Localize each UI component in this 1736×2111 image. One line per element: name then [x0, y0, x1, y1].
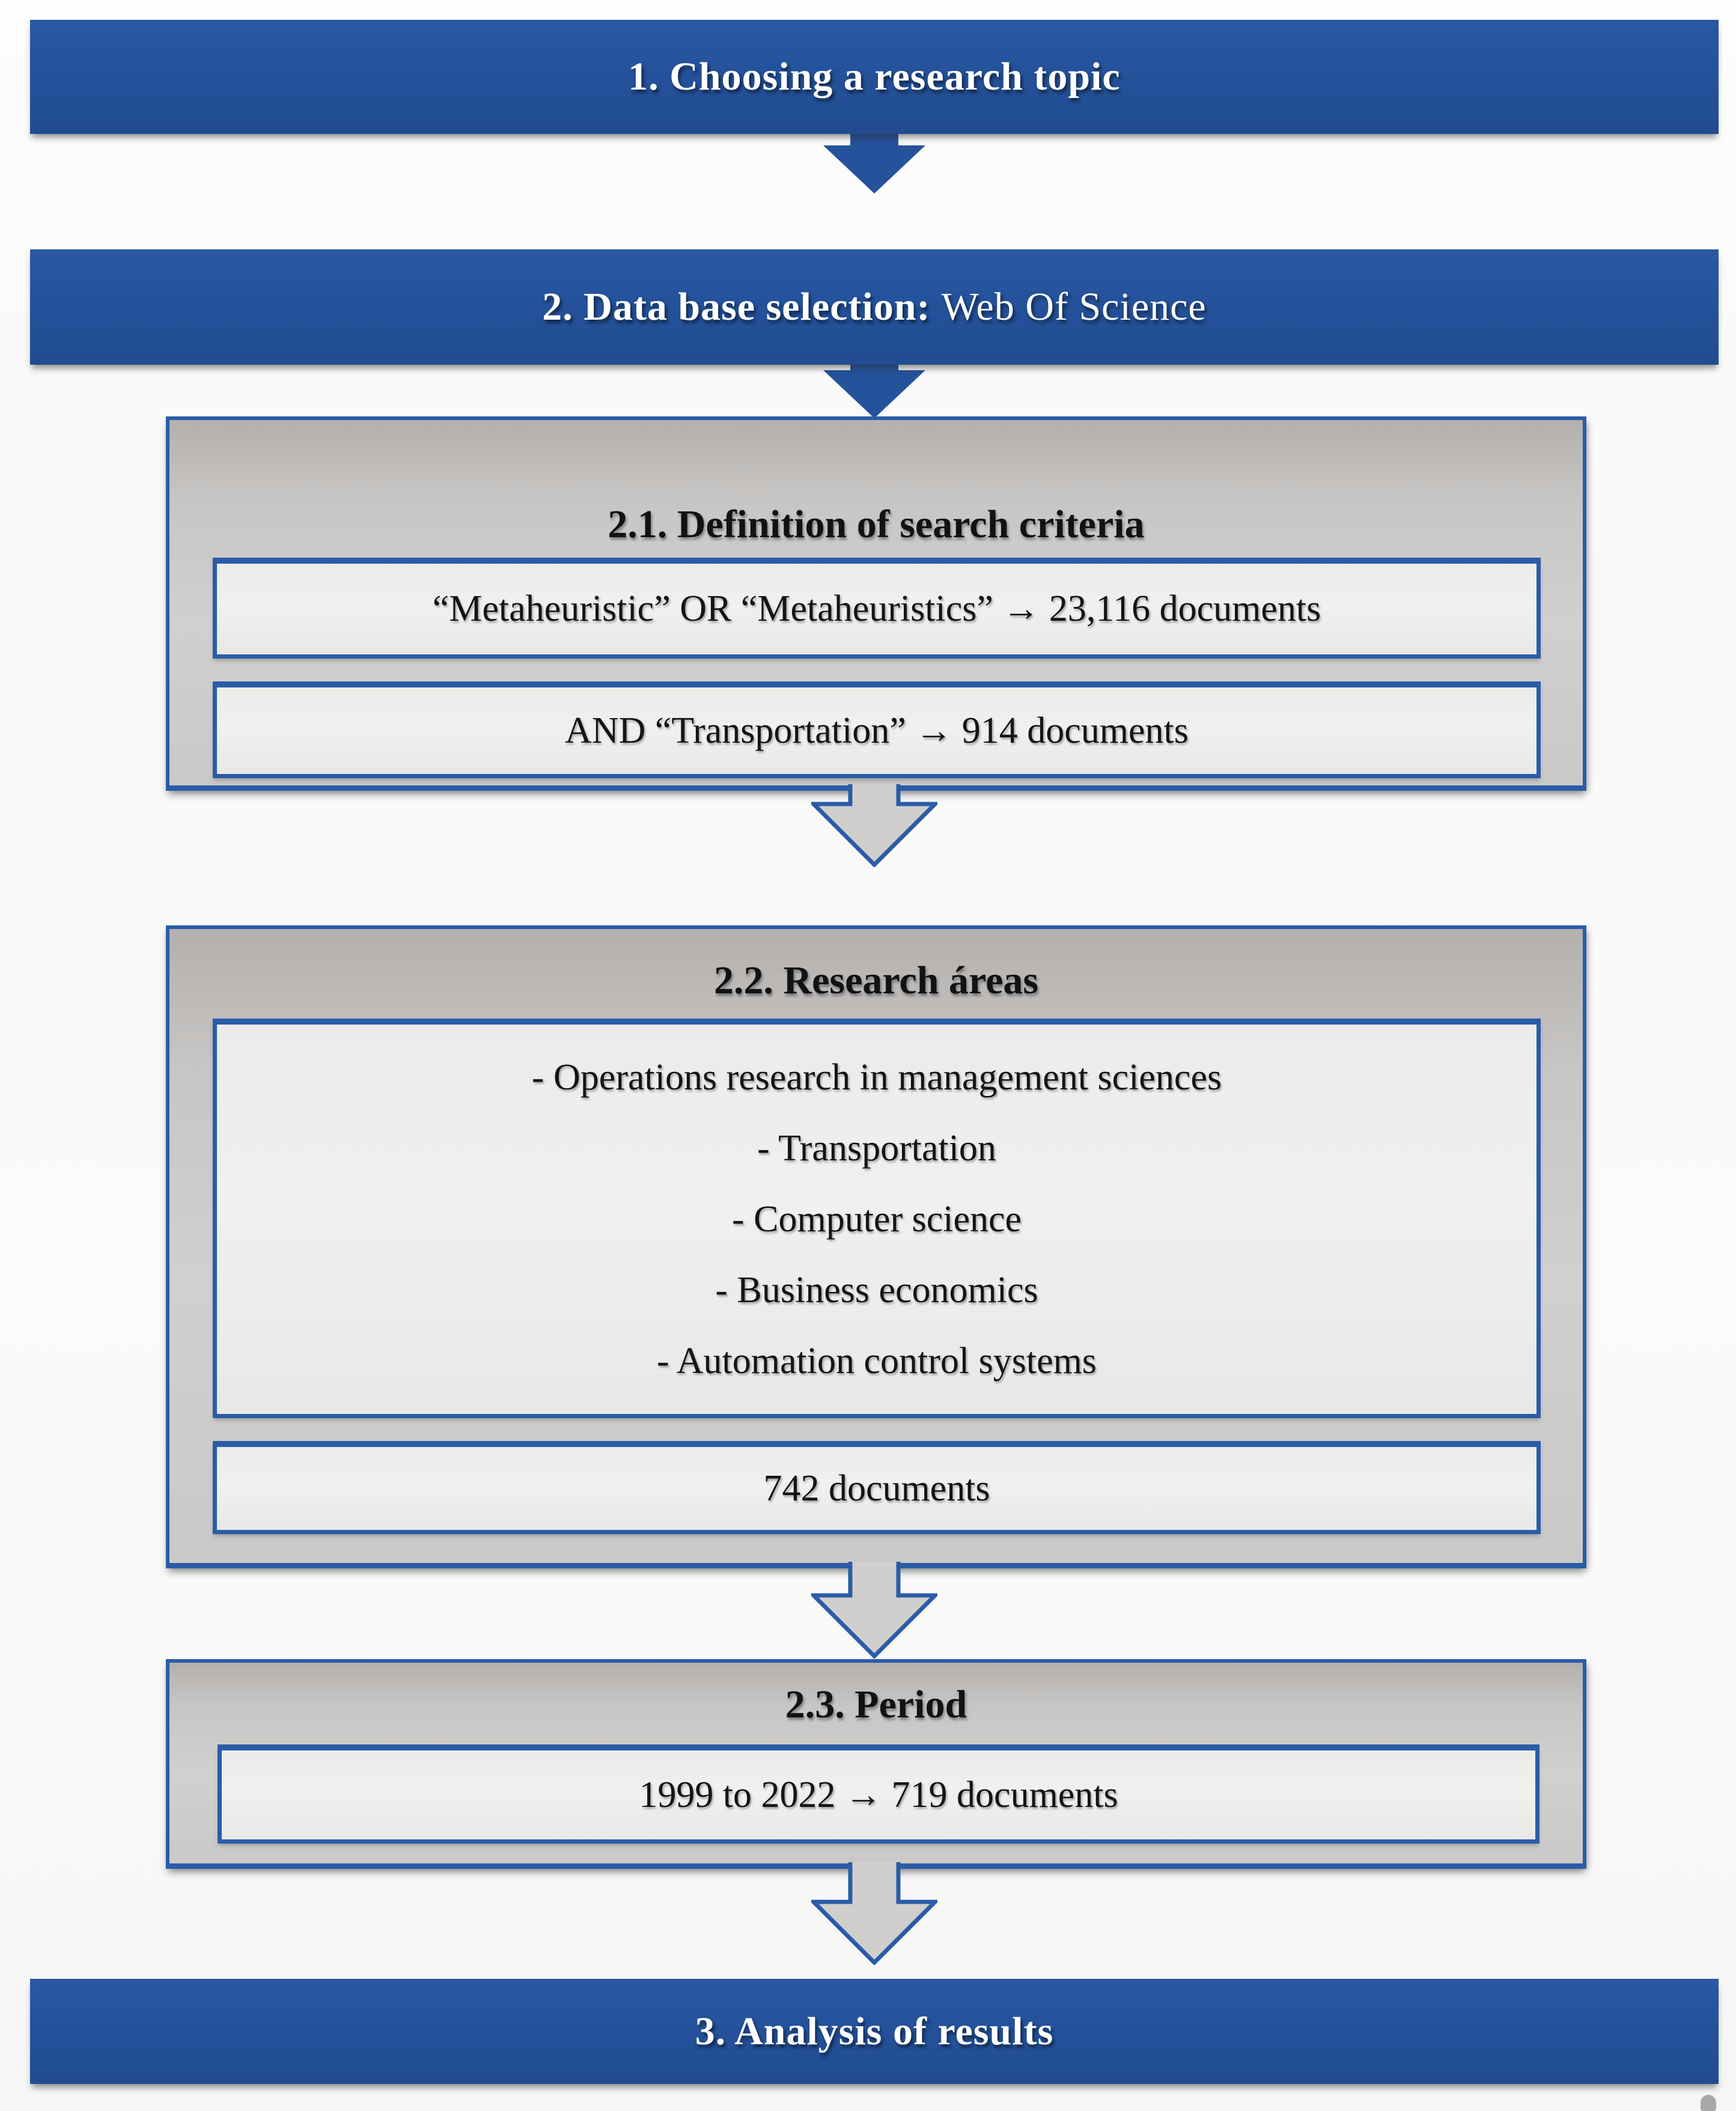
research-area-item: - Operations research in management scie…: [531, 1057, 1222, 1098]
period-text: 1999 to 2022 → 719 documents: [639, 1774, 1118, 1815]
step-3-label: 3. Analysis of results: [695, 2009, 1054, 2053]
step-2-2-box: 2.2. Research áreas - Operations researc…: [166, 925, 1586, 1568]
research-areas-panel: - Operations research in management scie…: [213, 1019, 1541, 1418]
step-2-bar: 2. Data base selection:Web Of Science: [30, 249, 1719, 365]
research-area-item: - Computer science: [731, 1199, 1022, 1240]
arrow-down-outlined-icon: [811, 1862, 937, 1965]
arrow-down-outlined-icon: [811, 1562, 937, 1659]
period-panel: 1999 to 2022 → 719 documents: [218, 1744, 1540, 1844]
areas-result-text: 742 documents: [763, 1467, 990, 1509]
search-criteria-2-panel: AND “Transportation” → 914 documents: [213, 681, 1541, 778]
arrow-down-icon: [823, 133, 925, 193]
search-criteria-1-text: “Metaheuristic” OR “Metaheuristics” → 23…: [432, 588, 1321, 629]
step-1-label: 1. Choosing a research topic: [628, 55, 1121, 99]
search-criteria-1-panel: “Metaheuristic” OR “Metaheuristics” → 23…: [213, 558, 1541, 659]
step-3-bar: 3. Analysis of results: [30, 1979, 1719, 2084]
step-2-1-box: 2.1. Definition of search criteria “Meta…: [166, 416, 1586, 791]
scan-artifact: [1701, 2095, 1716, 2111]
arrow-down-outlined-icon: [811, 784, 937, 867]
step-2-label: 2. Data base selection:Web Of Science: [542, 284, 1206, 330]
research-area-item: - Automation control systems: [657, 1341, 1097, 1381]
areas-result-panel: 742 documents: [213, 1441, 1541, 1534]
step-2-3-box: 2.3. Period 1999 to 2022 → 719 documents: [166, 1659, 1586, 1869]
search-criteria-2-text: AND “Transportation” → 914 documents: [565, 710, 1189, 751]
step-2-3-title: 2.3. Period: [785, 1683, 967, 1726]
arrow-down-icon: [823, 358, 925, 418]
research-area-item: - Business economics: [715, 1270, 1038, 1311]
step-1-bar: 1. Choosing a research topic: [30, 20, 1719, 134]
step-2-label-rest: Web Of Science: [941, 285, 1207, 329]
research-area-item: - Transportation: [757, 1128, 996, 1169]
step-2-2-title: 2.2. Research áreas: [713, 958, 1039, 1002]
step-2-1-title: 2.1. Definition of search criteria: [608, 502, 1145, 546]
step-2-label-bold: 2. Data base selection:: [542, 285, 931, 329]
